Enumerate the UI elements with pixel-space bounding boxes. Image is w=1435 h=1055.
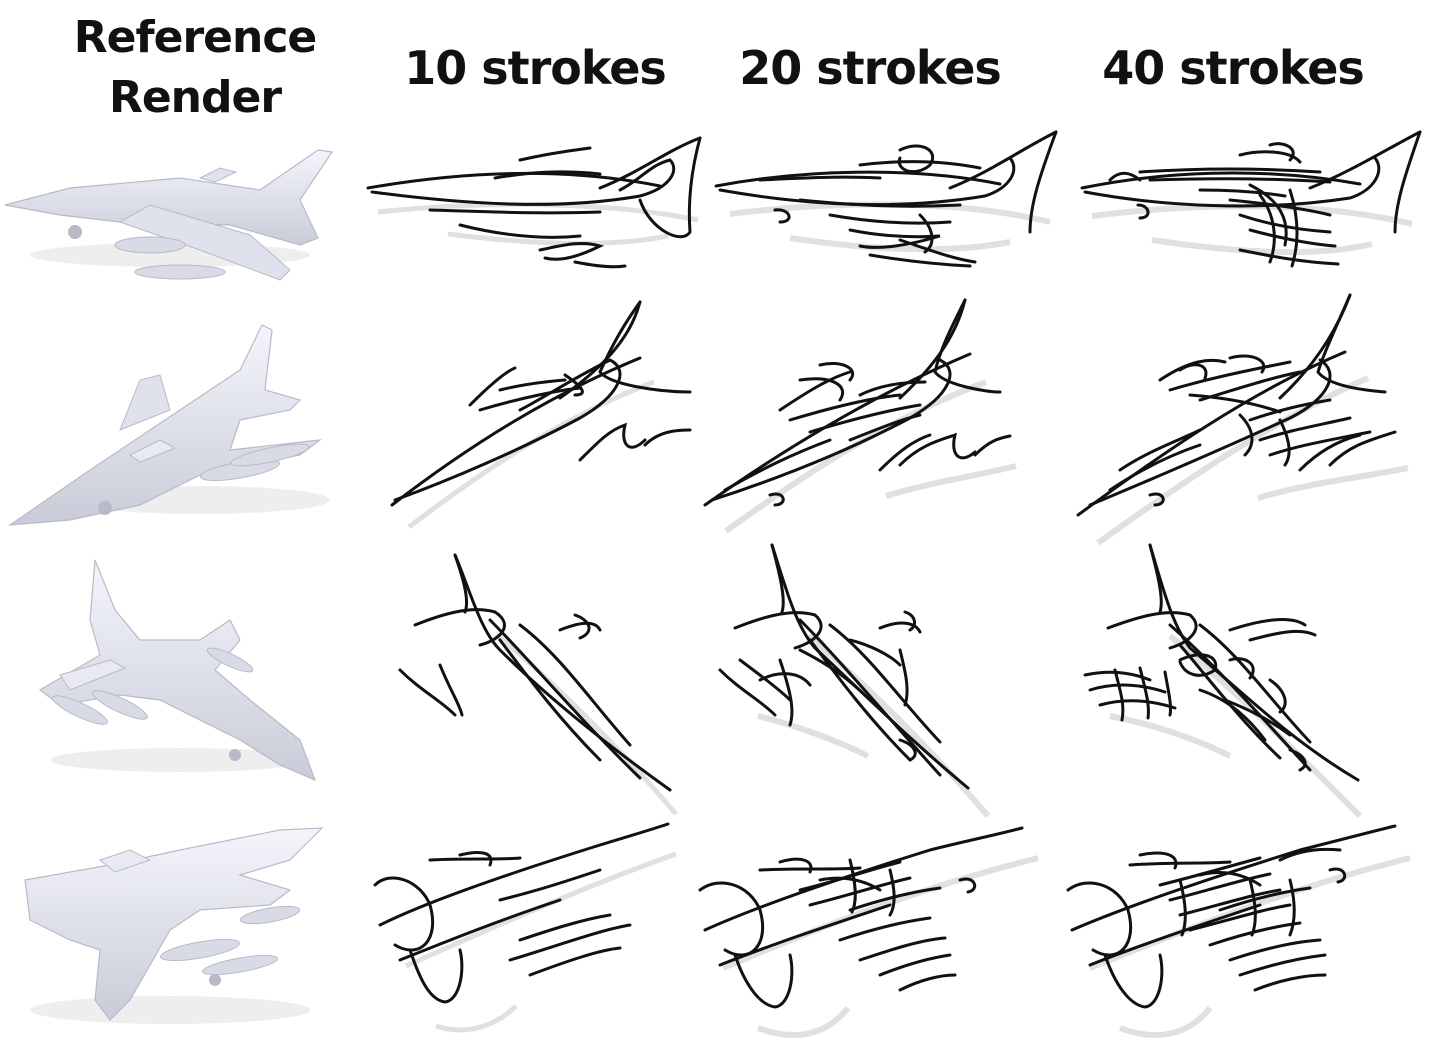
sketch-20-strokes-row-1 bbox=[714, 130, 1058, 268]
reference-render-row-2 bbox=[7, 324, 330, 526]
header-reference-line2: Render bbox=[108, 72, 282, 123]
reference-render-row-4 bbox=[24, 827, 324, 1024]
column-header-reference: Reference Render bbox=[40, 8, 350, 128]
sketch-10-strokes-row-3 bbox=[398, 553, 678, 816]
reference-render-row-3 bbox=[38, 559, 317, 782]
sketch-20-strokes-row-4 bbox=[698, 826, 1039, 1038]
header-reference-line1: Reference bbox=[73, 12, 318, 63]
sketch-40-strokes-row-2 bbox=[1076, 293, 1409, 546]
sketch-20-strokes-row-3 bbox=[718, 543, 991, 818]
sketch-40-strokes-row-3 bbox=[1083, 543, 1363, 819]
sketch-10-strokes-row-1 bbox=[366, 136, 702, 269]
column-header-20-strokes: 20 strokes bbox=[739, 41, 1002, 95]
sketch-10-strokes-row-2 bbox=[390, 300, 692, 529]
column-header-40-strokes: 40 strokes bbox=[1102, 41, 1365, 95]
sketch-40-strokes-row-4 bbox=[1066, 824, 1411, 1038]
column-header-10-strokes: 10 strokes bbox=[404, 41, 667, 95]
sketch-40-strokes-row-1 bbox=[1080, 130, 1422, 268]
sketch-20-strokes-row-2 bbox=[703, 298, 1017, 534]
sketch-10-strokes-row-4 bbox=[373, 822, 677, 1033]
reference-render-row-1 bbox=[4, 149, 334, 281]
